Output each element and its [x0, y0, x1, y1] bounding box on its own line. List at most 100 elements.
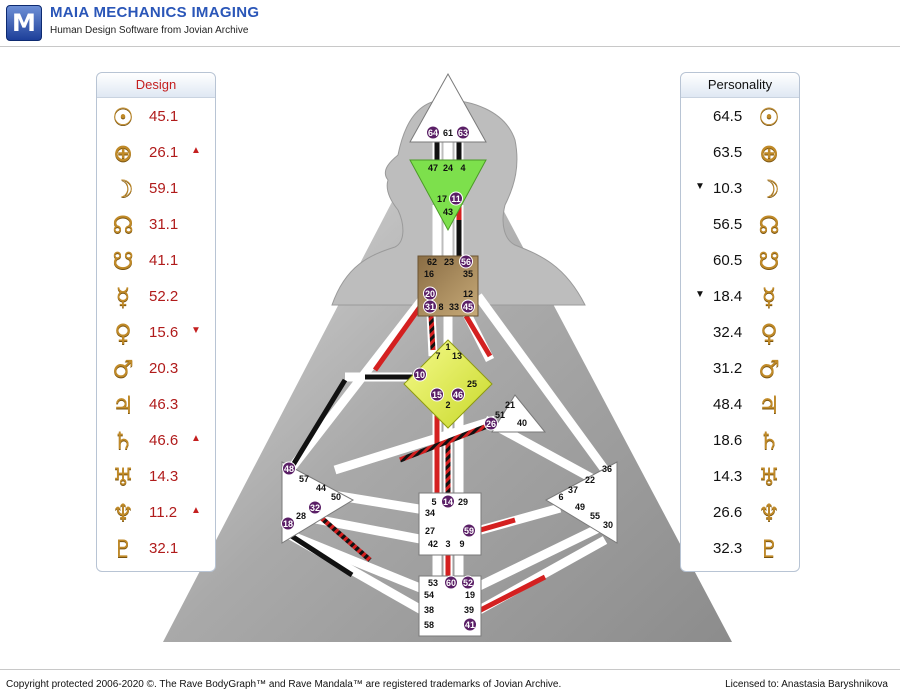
gate-number[interactable]: 19: [465, 590, 475, 600]
planet-row[interactable]: ♂20.3: [97, 351, 215, 387]
gate-number[interactable]: 62: [427, 257, 437, 267]
gate-number[interactable]: 21: [505, 400, 515, 410]
gate-number[interactable]: 61: [443, 128, 453, 138]
gate-number[interactable]: 12: [463, 289, 473, 299]
gate-number[interactable]: 41: [465, 620, 475, 630]
gate-number[interactable]: 48: [284, 464, 294, 474]
gate-number[interactable]: 42: [428, 539, 438, 549]
gate-number[interactable]: 14: [443, 497, 453, 507]
gate-number[interactable]: 33: [449, 302, 459, 312]
gate-number[interactable]: 49: [575, 502, 585, 512]
planet-row[interactable]: ☉64.5: [681, 99, 799, 135]
moon-icon: ☽: [758, 175, 780, 203]
gate-number[interactable]: 10: [415, 370, 425, 380]
gate-number[interactable]: 15: [432, 390, 442, 400]
gate-number[interactable]: 31: [425, 302, 435, 312]
gate-number[interactable]: 9: [459, 539, 464, 549]
gate-number[interactable]: 38: [424, 605, 434, 615]
gate-number[interactable]: 8: [438, 302, 443, 312]
gate-number[interactable]: 3: [445, 539, 450, 549]
gate-number[interactable]: 60: [446, 578, 456, 588]
gate-number[interactable]: 6: [558, 492, 563, 502]
planet-row[interactable]: ⊕26.1▲: [97, 135, 215, 171]
gate-number[interactable]: 2: [445, 400, 450, 410]
planet-row[interactable]: ♄46.6▲: [97, 423, 215, 459]
gate-number[interactable]: 39: [464, 605, 474, 615]
pluto-icon: ♇: [758, 535, 780, 563]
gate-number[interactable]: 54: [424, 590, 434, 600]
gate-number[interactable]: 53: [428, 578, 438, 588]
gate-number[interactable]: 26: [486, 419, 496, 429]
gate-number[interactable]: 13: [452, 351, 462, 361]
planet-row[interactable]: ☿52.2: [97, 279, 215, 315]
planet-row[interactable]: ♅14.3: [97, 459, 215, 495]
planet-row[interactable]: ♅14.3: [681, 459, 799, 495]
gate-number[interactable]: 57: [299, 474, 309, 484]
gate-number[interactable]: 5: [431, 497, 436, 507]
jupiter-icon: ♃: [112, 391, 134, 419]
gate-number[interactable]: 4: [460, 163, 465, 173]
planet-row[interactable]: ♆26.6: [681, 495, 799, 531]
planet-row[interactable]: ♇32.1: [97, 531, 215, 567]
neptune-icon: ♆: [112, 499, 134, 527]
planet-row[interactable]: ♇32.3: [681, 531, 799, 567]
planet-row[interactable]: ☊31.1: [97, 207, 215, 243]
gate-number[interactable]: 59: [464, 526, 474, 536]
gate-number[interactable]: 17: [437, 194, 447, 204]
planet-row[interactable]: ♆11.2▲: [97, 495, 215, 531]
app-subtitle: Human Design Software from Jovian Archiv…: [50, 25, 249, 36]
planet-row[interactable]: ♂31.2: [681, 351, 799, 387]
gate-number[interactable]: 45: [463, 302, 473, 312]
planet-row[interactable]: ⊕63.5: [681, 135, 799, 171]
planet-row[interactable]: ☿18.4▼: [681, 279, 799, 315]
gate-number[interactable]: 55: [590, 511, 600, 521]
gate-number[interactable]: 16: [424, 269, 434, 279]
planet-row[interactable]: ☊56.5: [681, 207, 799, 243]
gate-number[interactable]: 63: [458, 128, 468, 138]
gate-number[interactable]: 27: [425, 526, 435, 536]
gate-number[interactable]: 46: [453, 390, 463, 400]
planet-row[interactable]: ☽10.3▼: [681, 171, 799, 207]
gate-number[interactable]: 32: [310, 503, 320, 513]
gate-number[interactable]: 22: [585, 475, 595, 485]
gate-number[interactable]: 44: [316, 483, 326, 493]
gate-number[interactable]: 25: [467, 379, 477, 389]
gate-number[interactable]: 20: [425, 289, 435, 299]
gate-number[interactable]: 37: [568, 485, 578, 495]
gate-number[interactable]: 24: [443, 163, 453, 173]
gate-number[interactable]: 58: [424, 620, 434, 630]
gate-number[interactable]: 11: [451, 194, 461, 204]
gate-number[interactable]: 51: [495, 410, 505, 420]
gate-number[interactable]: 36: [602, 464, 612, 474]
gate-number[interactable]: 52: [463, 578, 473, 588]
gate-number[interactable]: 29: [458, 497, 468, 507]
planet-row[interactable]: ☽59.1: [97, 171, 215, 207]
gate-number[interactable]: 43: [443, 207, 453, 217]
gate-number[interactable]: 18: [283, 519, 293, 529]
gate-number[interactable]: 28: [296, 511, 306, 521]
gate-number[interactable]: 1: [445, 342, 450, 352]
gate-number[interactable]: 64: [428, 128, 438, 138]
gate-number[interactable]: 50: [331, 492, 341, 502]
gate-number[interactable]: 56: [461, 257, 471, 267]
gate-number[interactable]: 35: [463, 269, 473, 279]
personality-panel-title: Personality: [681, 73, 799, 98]
gate-number[interactable]: 30: [603, 520, 613, 530]
planet-row[interactable]: ☋60.5: [681, 243, 799, 279]
gate-number[interactable]: 34: [425, 508, 435, 518]
planet-row[interactable]: ♀15.6▼: [97, 315, 215, 351]
planet-row[interactable]: ♃48.4: [681, 387, 799, 423]
personality-panel: Personality ☉64.5⊕63.5☽10.3▼☊56.5☋60.5☿1…: [680, 72, 800, 572]
saturn-icon: ♄: [112, 427, 134, 455]
planet-row[interactable]: ☉45.1: [97, 99, 215, 135]
venus-icon: ♀: [114, 319, 132, 347]
planet-row[interactable]: ♄18.6: [681, 423, 799, 459]
planet-row[interactable]: ♃46.3: [97, 387, 215, 423]
gate-number[interactable]: 47: [428, 163, 438, 173]
planet-row[interactable]: ☋41.1: [97, 243, 215, 279]
planet-row[interactable]: ♀32.4: [681, 315, 799, 351]
gate-number[interactable]: 7: [435, 351, 440, 361]
gate-number[interactable]: 23: [444, 257, 454, 267]
gate-number[interactable]: 40: [517, 418, 527, 428]
